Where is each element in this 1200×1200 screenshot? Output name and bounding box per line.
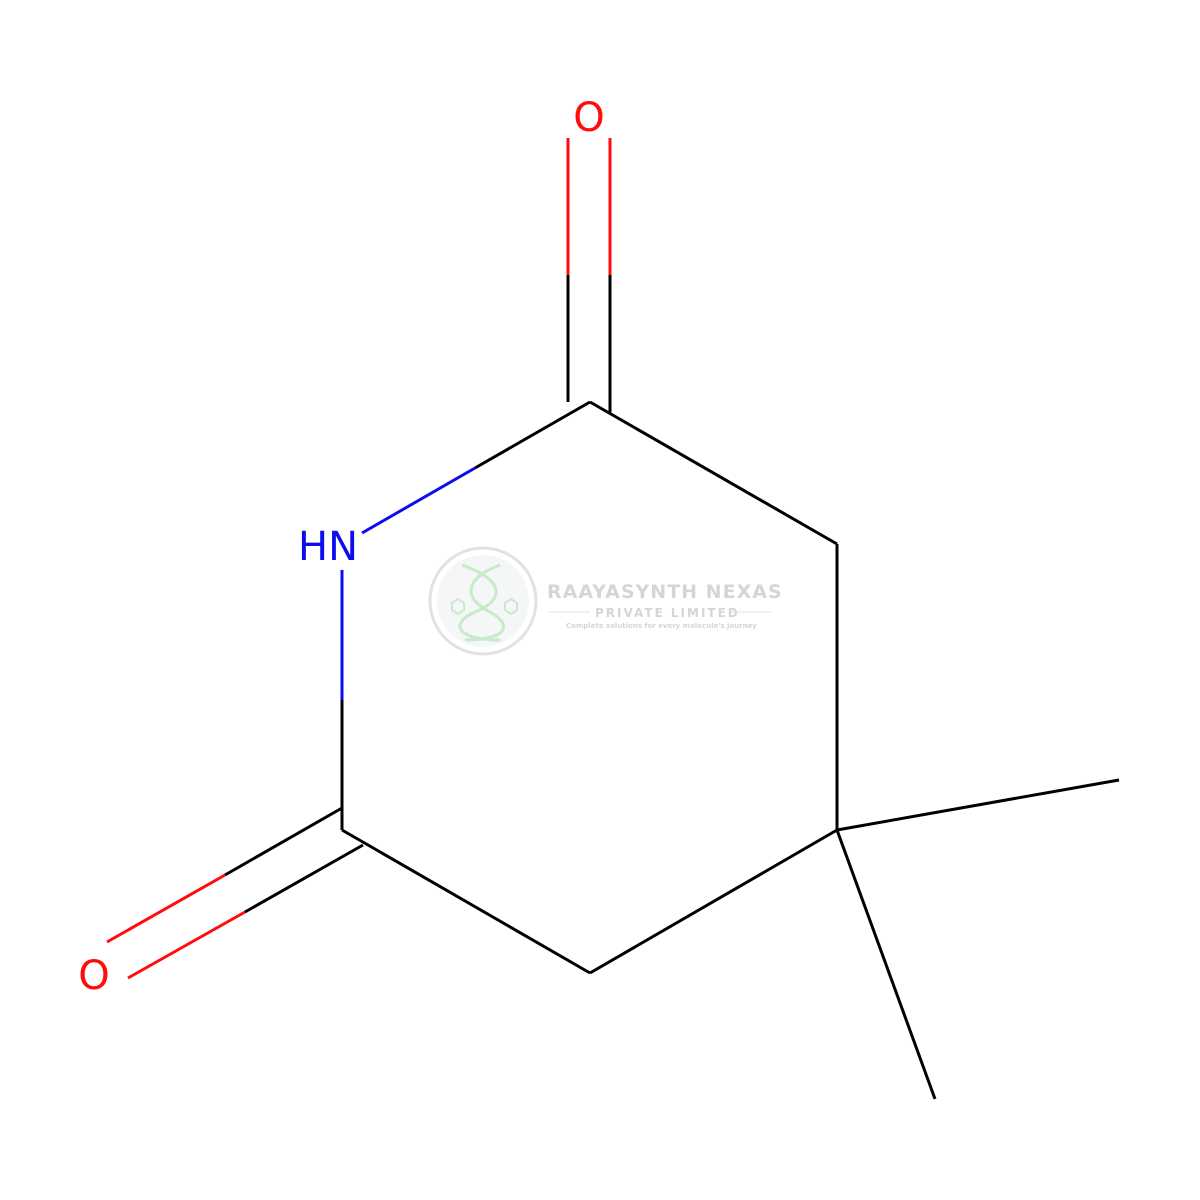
- bond-c2-c3: [589, 400, 838, 546]
- atom-labels: O HN O: [78, 95, 604, 999]
- bond-carbonyl-bottom-a-red: [106, 873, 226, 944]
- watermark-logo-ring: [428, 546, 538, 656]
- hexagon-icon: [504, 597, 518, 616]
- bond-c2-n-blue: [361, 466, 476, 535]
- bond-c4-c5: [589, 828, 838, 975]
- bond-carbonyl-bottom-b-red: [127, 910, 246, 980]
- bond-c2-n-black: [474, 400, 591, 470]
- watermark: RAAYASYNTH NEXAS PRIVATE LIMITED Complet…: [428, 546, 783, 656]
- bonds: [106, 138, 1120, 1100]
- watermark-company: RAAYASYNTH NEXAS: [547, 581, 783, 603]
- atom-oxygen-top: O: [573, 95, 604, 141]
- atom-oxygen-bottom: O: [78, 953, 109, 999]
- bond-c5-c6: [341, 828, 591, 975]
- bond-carbonyl-bottom-b-black: [244, 843, 364, 914]
- bond-c4-methyl-a: [836, 778, 1120, 832]
- hexagon-icon: [451, 597, 465, 616]
- atom-nitrogen-nh: HN: [298, 524, 358, 570]
- bond-c4-methyl-b: [835, 829, 937, 1100]
- watermark-tagline: Complete solutions for every molecule's …: [566, 622, 757, 630]
- bond-carbonyl-bottom-a-black: [224, 806, 343, 877]
- dna-helix-icon: [458, 563, 506, 642]
- watermark-subtitle: PRIVATE LIMITED: [595, 606, 740, 620]
